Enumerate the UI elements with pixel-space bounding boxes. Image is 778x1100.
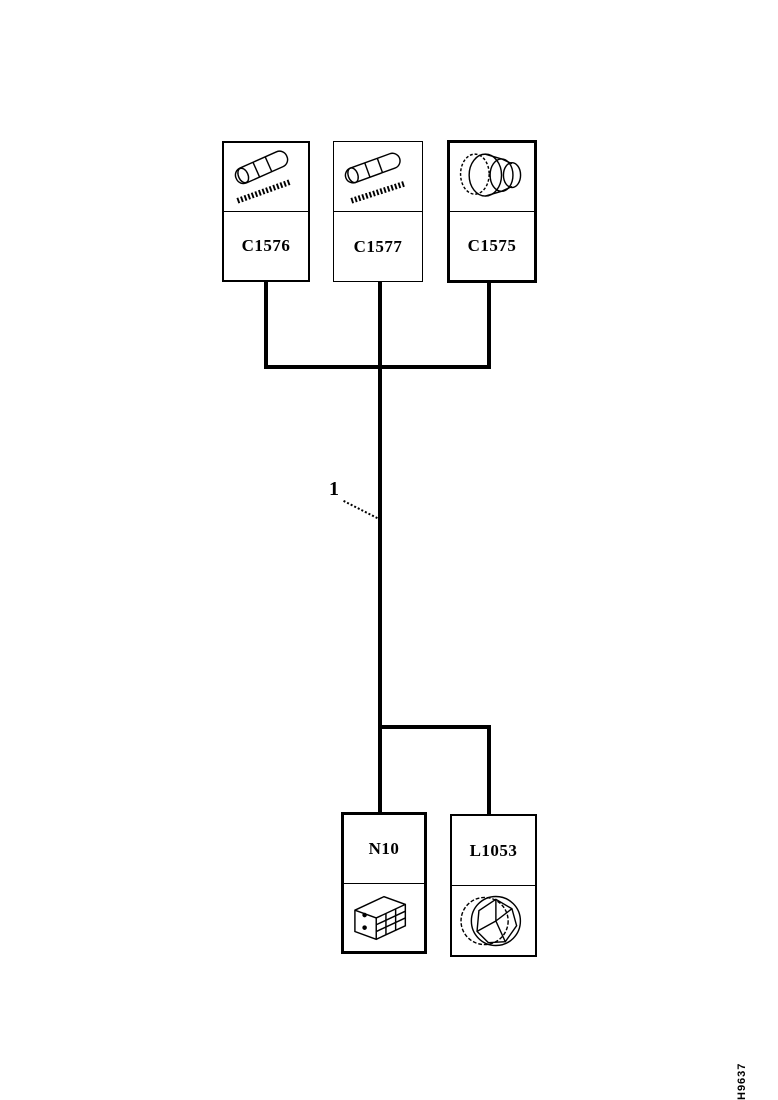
- connector-label-c1577: C1577: [353, 236, 403, 256]
- figure-code: H9637: [736, 1062, 748, 1100]
- wire-stub-c1576: [264, 281, 268, 369]
- wire-bottom-branch-horizontal: [378, 725, 491, 729]
- barrel-connector-drawing: [450, 143, 534, 212]
- connector-box-c1576: C1576: [222, 141, 310, 282]
- block-connector-drawing: [344, 884, 424, 952]
- component-box-n10: N10: [341, 812, 427, 954]
- wire-branch-to-l1053: [487, 725, 491, 814]
- callout-leader-line: [343, 500, 378, 520]
- component-box-l1053: L1053: [450, 814, 537, 957]
- connector-label-c1575: C1575: [467, 236, 517, 255]
- connector-label-c1576: C1576: [241, 236, 291, 255]
- main-harness-wire: [378, 281, 382, 812]
- component-label-n10: N10: [344, 815, 424, 884]
- connector-box-c1577: C1577: [333, 141, 423, 282]
- splice-connector-drawing: [334, 142, 422, 212]
- component-label-l1053: L1053: [452, 816, 535, 886]
- connector-box-c1575: C1575: [447, 140, 537, 283]
- splice-connector-drawing: [224, 143, 308, 212]
- wire-top-bus: [264, 365, 491, 369]
- wire-callout-1: 1: [329, 478, 339, 500]
- socket-connector-drawing: [452, 886, 535, 955]
- wire-stub-c1575: [487, 281, 491, 369]
